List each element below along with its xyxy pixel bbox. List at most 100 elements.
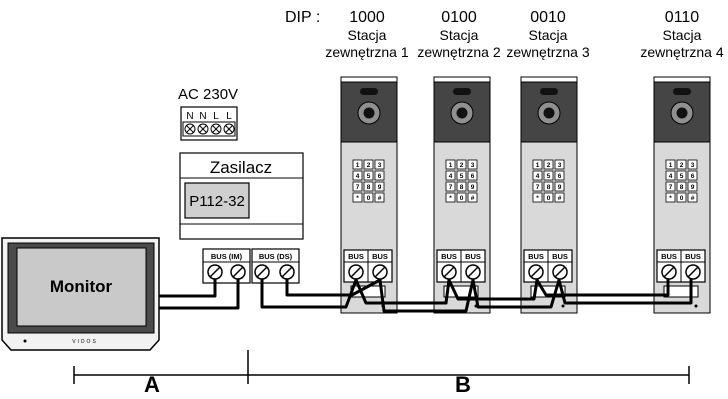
- screw-icon: [207, 264, 223, 280]
- keypad-key-label: *: [356, 195, 359, 202]
- keypad-key-label: 7: [536, 184, 540, 191]
- keypad-key: [352, 181, 363, 192]
- bus-wiring: [159, 273, 693, 313]
- keypad-key: [665, 170, 676, 181]
- terminal-screw-icon: [184, 123, 196, 135]
- keypad-key-label: #: [378, 195, 382, 202]
- keypad-key-label: 0: [367, 195, 371, 202]
- keypad-key: [363, 159, 374, 170]
- keypad-key: [676, 192, 687, 203]
- keypad-key: [687, 192, 698, 203]
- station-4-dip-code: 0110: [665, 9, 700, 26]
- keypad-key: [687, 181, 698, 192]
- keypad-key: [676, 159, 687, 170]
- bus-label: BUS: [441, 252, 457, 261]
- segment-dimension-line: [73, 350, 690, 384]
- keypad-key: [445, 192, 456, 203]
- keypad-key-label: 7: [356, 184, 360, 191]
- keypad-key: [554, 159, 565, 170]
- bus-label: BUS: [465, 252, 481, 261]
- bus-label: BUS: [661, 252, 677, 261]
- station-3-name-line2: zewnętrzna 3: [506, 44, 589, 60]
- screw-icon: [230, 264, 246, 280]
- keypad-key-label: 0: [460, 195, 464, 202]
- keypad-key-label: 0: [547, 195, 551, 202]
- keypad-key-label: 1: [669, 162, 673, 169]
- keypad-key-label: 1: [356, 162, 360, 169]
- keypad-key: [363, 181, 374, 192]
- screw-icon: [552, 264, 568, 280]
- keypad-key: [467, 181, 478, 192]
- terminal-label-l1: L: [213, 111, 219, 122]
- keypad-key-label: 8: [680, 184, 684, 191]
- keypad-key: [554, 181, 565, 192]
- screw-icon: [441, 264, 457, 280]
- station-4-name-line1: Stacja: [663, 27, 702, 43]
- monitor-led-icon: [23, 339, 27, 343]
- monitor-brand: VIDOS: [72, 339, 98, 345]
- keypad-key-label: *: [536, 195, 539, 202]
- keypad-key-label: 9: [691, 184, 695, 191]
- keypad-key-label: 4: [669, 173, 673, 180]
- keypad-key-label: 4: [449, 173, 453, 180]
- psu-title: Zasilacz: [210, 158, 272, 177]
- keypad-key: [554, 192, 565, 203]
- screw-icon: [661, 264, 677, 280]
- keypad-key: [543, 159, 554, 170]
- keypad-key-label: *: [449, 195, 452, 202]
- keypad-key: [445, 170, 456, 181]
- keypad-key-label: 3: [471, 162, 475, 169]
- mains-terminal-block: N N L L: [180, 106, 238, 141]
- keypad-key-label: 1: [536, 162, 540, 169]
- screw-icon: [348, 264, 364, 280]
- station-4-name-line2: zewnętrzna 4: [640, 44, 723, 60]
- keypad-key-label: 9: [378, 184, 382, 191]
- keypad-key: [532, 192, 543, 203]
- keypad-key: [543, 170, 554, 181]
- keypad-key-label: 5: [460, 173, 464, 180]
- keypad-key: [456, 192, 467, 203]
- bus-screws: [207, 264, 701, 280]
- keypad-key: [363, 192, 374, 203]
- bus-label: BUS: [372, 252, 388, 261]
- keypad-key: [352, 192, 363, 203]
- keypad-key: [665, 159, 676, 170]
- screw-icon: [465, 264, 481, 280]
- keypad-key-label: #: [471, 195, 475, 202]
- keypad-key: [543, 192, 554, 203]
- keypad-key-label: 3: [691, 162, 695, 169]
- keypad-key: [374, 159, 385, 170]
- keypad-key-label: #: [558, 195, 562, 202]
- bus-ds-label: BUS (DS): [259, 252, 293, 261]
- keypad-key: [532, 170, 543, 181]
- keypad-key-label: 3: [378, 162, 382, 169]
- monitor: Monitor VIDOS: [1, 237, 160, 351]
- station-1-name-line2: zewnętrzna 1: [325, 44, 408, 60]
- station-1-name-line1: Stacja: [348, 27, 387, 43]
- bus-im-label: BUS (IM): [211, 252, 243, 261]
- screw-icon: [528, 264, 544, 280]
- screw-icon: [685, 264, 701, 280]
- station-3-dip-code: 0010: [530, 9, 566, 26]
- terminal-label-n2: N: [199, 111, 206, 122]
- terminal-label-l2: L: [226, 111, 232, 122]
- power-supply: Zasilacz P112-32: [179, 152, 304, 240]
- segment-b-label: B: [455, 372, 471, 394]
- keypad-key: [352, 170, 363, 181]
- terminal-screw-icon: [210, 123, 222, 135]
- keypad-key: [676, 181, 687, 192]
- keypad-key-label: 1: [449, 162, 453, 169]
- keypad-key: [687, 170, 698, 181]
- keypad-key: [467, 159, 478, 170]
- keypad-key: [363, 170, 374, 181]
- keypad-key-label: 5: [547, 173, 551, 180]
- keypad-key-label: 2: [680, 162, 684, 169]
- station-2-name-line1: Stacja: [440, 27, 479, 43]
- bus-label: BUS: [685, 252, 701, 261]
- keypad-key: [445, 159, 456, 170]
- keypad-key: [445, 181, 456, 192]
